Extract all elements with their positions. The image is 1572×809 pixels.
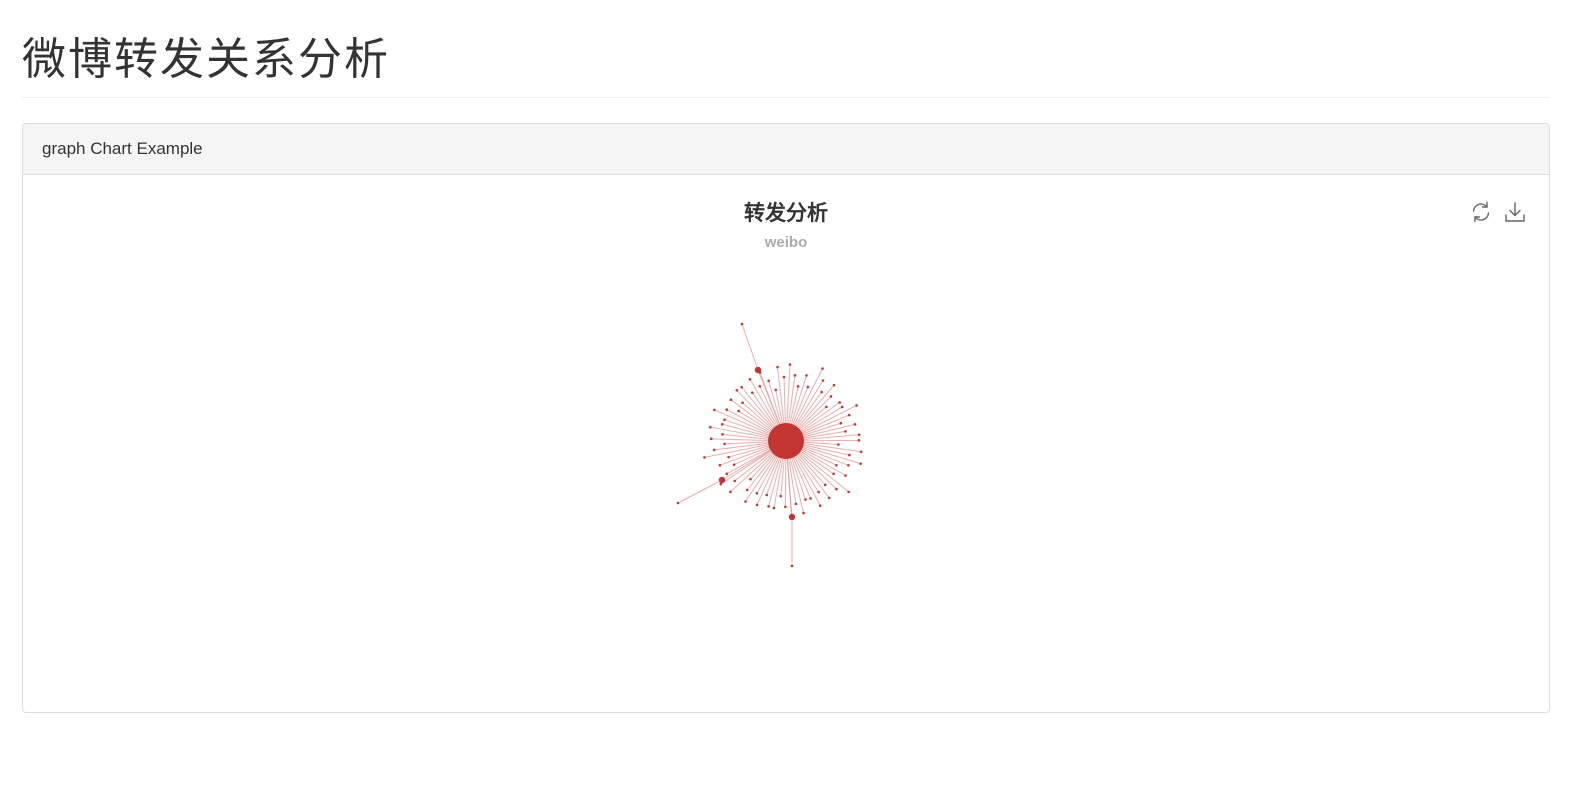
graph-leaf-node[interactable] <box>774 388 778 392</box>
graph-leaf-node[interactable] <box>794 502 798 506</box>
graph-leaf-node[interactable] <box>844 474 847 477</box>
graph-leaf-node[interactable] <box>837 443 840 446</box>
graph-leaf-node[interactable] <box>718 463 722 467</box>
graph-leaf-node[interactable] <box>709 425 712 429</box>
graph-leaf-node[interactable] <box>804 498 807 501</box>
graph-leaf-node[interactable] <box>732 463 736 466</box>
chart-panel: graph Chart Example 转发分析 weibo <box>22 123 1550 713</box>
panel-heading: graph Chart Example <box>23 124 1549 175</box>
graph-leaf-node[interactable] <box>827 496 831 500</box>
graph-leaf-node[interactable] <box>744 500 747 503</box>
graph-leaf-node[interactable] <box>857 433 861 437</box>
graph-leaf-node[interactable] <box>740 322 744 326</box>
refresh-icon[interactable] <box>1469 200 1493 224</box>
download-icon[interactable] <box>1503 200 1527 224</box>
graph-leaf-node[interactable] <box>859 450 863 454</box>
graph-leaf-node[interactable] <box>802 511 805 515</box>
graph-leaf-node[interactable] <box>809 497 812 500</box>
graph-leaf-node[interactable] <box>796 385 800 388</box>
chart-title: 转发分析 <box>744 202 828 225</box>
graph-leaf-node[interactable] <box>767 505 770 508</box>
graph-leaf-node[interactable] <box>749 477 752 481</box>
graph-leaf-node[interactable] <box>741 401 744 405</box>
graph-leaf-node[interactable] <box>788 363 792 366</box>
graph-leaf-node[interactable] <box>776 365 779 369</box>
graph-leaf-node[interactable] <box>755 492 759 495</box>
graph-edge <box>677 479 723 504</box>
graph-leaf-node[interactable] <box>805 374 808 377</box>
graph-leaf-node[interactable] <box>709 437 713 441</box>
graph-leaf-node[interactable] <box>723 418 726 421</box>
graph-edge <box>741 323 759 371</box>
graph-leaf-node[interactable] <box>719 482 723 486</box>
graph-leaf-node[interactable] <box>740 385 743 389</box>
graph-leaf-node[interactable] <box>676 501 680 505</box>
graph-leaf-node[interactable] <box>735 388 739 392</box>
graph-leaf-node[interactable] <box>737 409 740 413</box>
page-title: 微博转发关系分析 <box>22 34 390 85</box>
graph-leaf-node[interactable] <box>748 377 752 381</box>
graph-leaf-node[interactable] <box>713 408 716 412</box>
chart-subtitle: weibo <box>764 234 808 251</box>
graph-leaf-node[interactable] <box>725 472 729 476</box>
graph-leaf-node[interactable] <box>853 423 857 426</box>
graph-leaf-node[interactable] <box>793 374 797 377</box>
page-header: 微博转发关系分析 <box>22 22 1550 98</box>
graph-leaf-node[interactable] <box>772 506 776 510</box>
graph-leaf-node[interactable] <box>839 421 843 425</box>
panel-body: 转发分析 weibo <box>23 175 1549 711</box>
graph-leaf-node[interactable] <box>720 422 724 426</box>
graph-leaf-node[interactable] <box>847 490 850 494</box>
graph-leaf-node[interactable] <box>820 390 823 394</box>
graph-leaf-node[interactable] <box>723 442 726 446</box>
graph-leaf-node[interactable] <box>832 383 836 387</box>
graph-leaf-node[interactable] <box>790 564 794 568</box>
graph-leaf-node[interactable] <box>847 463 850 467</box>
graph-leaf-node[interactable] <box>848 453 851 457</box>
graph-leaf-node[interactable] <box>857 439 861 442</box>
graph-leaf-node[interactable] <box>765 493 768 497</box>
graph-leaf-node[interactable] <box>767 379 770 383</box>
graph-leaf-node[interactable] <box>725 408 729 411</box>
graph-leaf-node[interactable] <box>758 384 762 388</box>
graph-leaf-node[interactable] <box>721 433 724 436</box>
graph-leaf-node[interactable] <box>729 490 732 494</box>
graph-leaf-node[interactable] <box>844 430 847 433</box>
graph-leaf-node[interactable] <box>727 455 730 459</box>
graph-leaf-node[interactable] <box>840 405 844 409</box>
graph-leaf-node[interactable] <box>779 494 783 498</box>
graph-leaf-node[interactable] <box>733 479 737 483</box>
graph-leaf-node[interactable] <box>751 391 754 394</box>
graph-secondary-node[interactable] <box>718 476 726 484</box>
graph-leaf-node[interactable] <box>823 483 827 487</box>
graph-leaf-node[interactable] <box>829 395 833 398</box>
graph-leaf-node[interactable] <box>855 404 858 407</box>
graph-leaf-node[interactable] <box>859 462 862 465</box>
graph-leaf-node[interactable] <box>745 488 749 492</box>
graph-leaf-node[interactable] <box>806 385 810 389</box>
graph-secondary-node[interactable] <box>788 513 796 521</box>
graph-leaf-node[interactable] <box>825 405 828 409</box>
graph-leaf-node[interactable] <box>712 448 716 452</box>
graph-chart[interactable] <box>23 175 1549 711</box>
graph-leaf-node[interactable] <box>821 367 824 370</box>
chart-toolbox <box>1469 200 1527 224</box>
graph-leaf-node[interactable] <box>821 379 825 382</box>
graph-leaf-node[interactable] <box>783 505 787 509</box>
graph-secondary-node[interactable] <box>754 366 762 374</box>
graph-leaf-node[interactable] <box>847 413 851 417</box>
graph-leaf-node[interactable] <box>755 503 759 507</box>
graph-leaf-node[interactable] <box>703 456 706 459</box>
graph-leaf-node[interactable] <box>782 375 786 379</box>
graph-leaf-node[interactable] <box>729 398 733 402</box>
graph-leaf-node[interactable] <box>817 490 820 494</box>
graph-leaf-node[interactable] <box>835 463 838 467</box>
graph-leaf-node[interactable] <box>832 472 835 476</box>
graph-leaf-node[interactable] <box>835 487 838 491</box>
graph-root-node[interactable] <box>768 423 804 459</box>
graph-leaf-node[interactable] <box>818 504 822 507</box>
graph-leaf-node[interactable] <box>838 401 841 404</box>
